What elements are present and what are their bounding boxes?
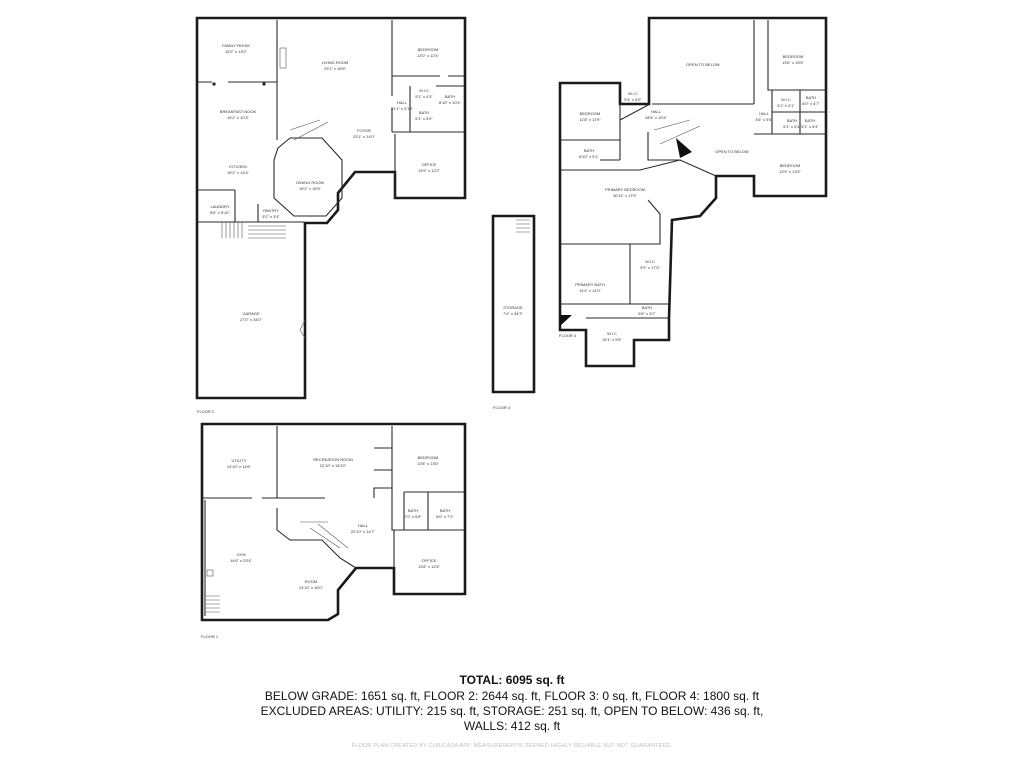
family-room-label: FAMILY ROOM <box>222 43 249 48</box>
bath-label: BATH <box>806 95 816 100</box>
bath-label: BATH <box>642 305 652 310</box>
bedroom-dims: 13'8" x 13'6" <box>417 461 440 466</box>
floor-2-plan: FAMILY ROOM 15'2" x 13'0" LIVING ROOM 23… <box>195 16 467 414</box>
floor-3-label: FLOOR 3 <box>493 405 511 410</box>
bath-label: BATH <box>584 148 594 153</box>
floor-1-plan: UTILITY 14'10" x 14'6" RECREATION ROOM 2… <box>200 422 467 639</box>
floor-plan-drawing: FAMILY ROOM 15'2" x 13'0" LIVING ROOM 23… <box>195 16 828 639</box>
bath-label: BATH <box>787 118 797 123</box>
family-room-dims: 15'2" x 13'0" <box>225 49 248 54</box>
bedroom-dims: 13'6" x 15'5" <box>782 60 805 65</box>
storage-dims: 7'4" x 34'3" <box>503 311 523 316</box>
room-dims: 14'10" x 16'0" <box>299 585 324 590</box>
laundry-label: LAUNDRY <box>210 204 229 209</box>
open-to-below-label: OPEN TO BELOW <box>686 62 720 67</box>
garage-label: GARAGE <box>242 311 259 316</box>
hall-dims: 21'1" x 3'10" <box>391 106 414 111</box>
breakfast-nook-dims: 15'2" x 10'3" <box>227 115 250 120</box>
wic-label: W.I.C <box>628 91 638 96</box>
primary-bath-label: PRIMARY BATH <box>575 282 605 287</box>
bedroom-label: BEDROOM <box>580 111 601 116</box>
bedroom-dims: 11'8" x 11'9" <box>579 117 601 122</box>
floor-3-plan: STORAGE 7'4" x 34'3" FLOOR 3 <box>491 214 536 410</box>
bedroom-dims: 13'0" x 12'4" <box>417 53 440 58</box>
recreation-room-label: RECREATION ROOM <box>313 457 352 462</box>
walls-area-line: WALLS: 412 sq. ft <box>463 719 561 733</box>
kitchen-dims: 15'2" x 14'4" <box>227 170 250 175</box>
wic-dims: 5'1" x 4'3" <box>415 94 433 99</box>
floor-2-label: FLOOR 2 <box>197 409 215 414</box>
wic-dims: 9'0" x 17'0" <box>640 265 660 270</box>
gym-label: GYM <box>236 552 245 557</box>
bath-dims: 7'0" x 6'8" <box>404 514 422 519</box>
room-label: ROOM <box>305 579 317 584</box>
bath-dims: 8'0" x 4'7" <box>802 101 820 106</box>
wic-dims: 5'1" x 4'1" <box>777 103 795 108</box>
excluded-areas-line: EXCLUDED AREAS: UTILITY: 215 sq. ft, STO… <box>260 704 764 718</box>
kitchen-label: KITCHEN <box>229 164 247 169</box>
bath-label: BATH <box>440 508 450 513</box>
hall-label: HALL <box>651 109 662 114</box>
foyer-label: FOYER <box>357 128 371 133</box>
bedroom-label: BEDROOM <box>783 54 804 59</box>
hall-label: HALL <box>397 100 408 105</box>
hall-dims: 28'6" x 10'4" <box>645 115 668 120</box>
utility-dims: 14'10" x 14'6" <box>227 464 252 469</box>
floor-4-plan: OPEN TO BELOW BEDROOM 13'6" x 15'5" W.I.… <box>558 16 828 368</box>
bath-dims: 8'0" x 7'2" <box>436 514 454 519</box>
bath-dims: 5'1" x 5'0" <box>415 116 433 121</box>
breakfast-nook-label: BREAKFAST NOOK <box>220 109 257 114</box>
total-area: TOTAL: 6095 sq. ft <box>459 673 565 687</box>
bedroom-dims: 13'9" x 13'5" <box>779 169 802 174</box>
office-dims: 13'8" x 12'6" <box>418 564 441 569</box>
hall-dims: 3'6" x 5'5" <box>755 117 773 122</box>
primary-bedroom-label: PRIMARY BEDROOM <box>605 187 645 192</box>
pantry-label: PANTRY <box>263 208 279 213</box>
bath-dims: 5'1" x 5'4" <box>783 124 801 129</box>
living-room-dims: 23'1" x 16'8" <box>324 66 347 71</box>
wic-dims: 5'4" x 5'0" <box>624 97 642 102</box>
bath-dims: 5'1" x 5'4" <box>801 124 819 129</box>
foyer-dims: 23'1" x 14'0" <box>353 134 376 139</box>
wic-label: W.I.C <box>419 88 429 93</box>
bath-label: BATH <box>445 94 455 99</box>
bath-label: BATH <box>419 110 429 115</box>
garage-dims: 27'0" x 34'0" <box>240 317 263 322</box>
wic-label: W.I.C <box>781 97 791 102</box>
bath-label: BATH <box>408 508 418 513</box>
bedroom-label: BEDROOM <box>780 163 801 168</box>
bath-dims: 8'6" x 3'2" <box>638 311 656 316</box>
dining-room-dims: 15'2" x 16'0" <box>299 186 322 191</box>
office-label: OFFICE <box>422 162 437 167</box>
hall-label: HALL <box>358 523 369 528</box>
utility-label: UTILITY <box>232 458 247 463</box>
dining-room-label: DINING ROOM <box>296 180 324 185</box>
wic-label: W.I.C <box>645 259 655 264</box>
credit-note: FLOOR PLAN CREATED BY CUBICASA APP. MEAS… <box>351 743 673 749</box>
bath-dims: 8'10" x 10'4" <box>439 100 462 105</box>
living-room-label: LIVING ROOM <box>322 60 349 65</box>
bath-dims: 8'10" x 5'1" <box>579 154 599 159</box>
wic-label: W.I.C <box>607 331 617 336</box>
bedroom-label: BEDROOM <box>418 47 439 52</box>
bath-label: BATH <box>805 118 815 123</box>
gym-dims: 14'6" x 23'4" <box>230 558 253 563</box>
pantry-dims: 5'2" x 3'4" <box>262 214 280 219</box>
office-label: OFFICE <box>422 558 437 563</box>
open-to-below-label: OPEN TO BELOW <box>715 149 749 154</box>
primary-bath-dims: 14'2" x 14'0" <box>579 288 602 293</box>
hall-label: HALL <box>759 111 770 116</box>
area-breakdown-line: BELOW GRADE: 1651 sq. ft, FLOOR 2: 2644 … <box>264 689 760 703</box>
recreation-room-dims: 22'10" x 14'10" <box>320 463 347 468</box>
laundry-dims: 8'6" x 5'10" <box>210 210 230 215</box>
floor-1-label: FLOOR 1 <box>201 634 219 639</box>
floor-4-label: FLOOR 4 <box>559 333 577 338</box>
bedroom-label: BEDROOM <box>418 455 439 460</box>
storage-label: STORAGE <box>503 305 523 310</box>
office-dims: 13'9" x 12'2" <box>418 168 441 173</box>
hall-dims: 22'10" x 14'7" <box>351 529 376 534</box>
primary-bedroom-dims: 30'11" x 17'9" <box>613 193 637 198</box>
wic-dims: 15'1" x 9'6" <box>602 337 622 342</box>
